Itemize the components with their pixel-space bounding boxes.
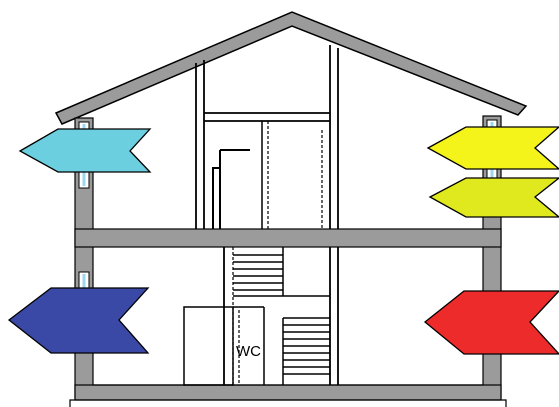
arrow-top-right-1: [426, 126, 559, 170]
wc-label: WC: [236, 343, 261, 360]
arrows: [7, 126, 559, 355]
roof-outer: [54, 11, 528, 125]
stair-lower: [282, 317, 330, 385]
arrow-top-right-2: [428, 177, 559, 218]
roof: [54, 11, 528, 125]
ground-floor: [74, 384, 502, 401]
stair-upper: [233, 247, 284, 296]
ground-floor-interior: WC: [183, 247, 339, 386]
upper-floor-interior: [195, 45, 339, 229]
foundation-line: [69, 399, 507, 407]
mid-floor: [74, 228, 502, 248]
wc-room: [183, 306, 234, 386]
arrow-top-left: [18, 128, 152, 173]
arrow-bottom-right: [423, 290, 559, 355]
arrow-bottom-left: [7, 287, 150, 354]
